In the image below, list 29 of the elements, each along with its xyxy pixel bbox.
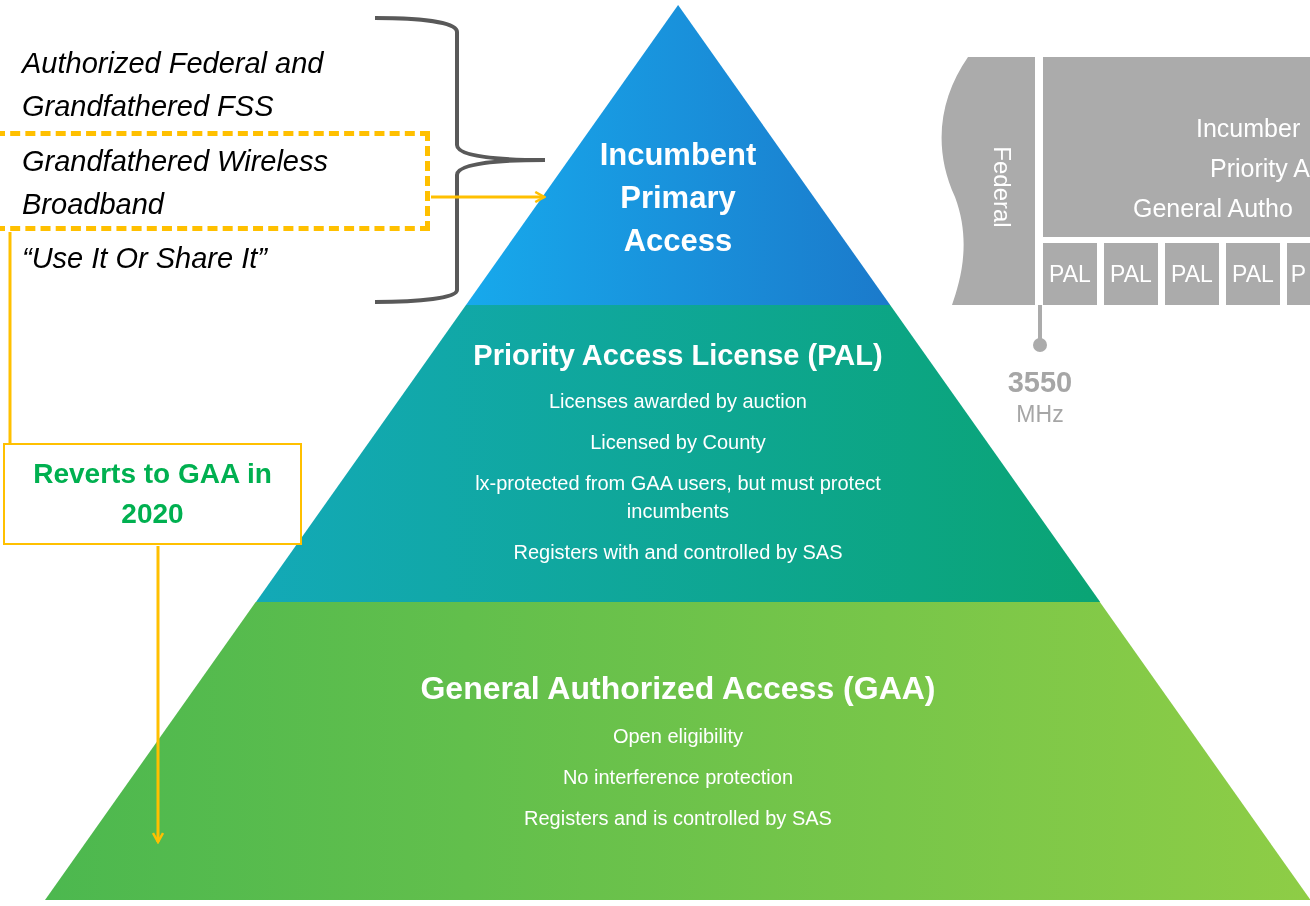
incumbent-note: “Use It Or Share It” [22,241,267,276]
note-box: Reverts to GAA in 2020 [3,443,302,545]
pal-block: PAL [1043,243,1097,305]
arrow [431,190,546,204]
tier-heading: Priority Access License (PAL) [473,338,883,373]
tier-bullet: Licenses awarded by auction [549,389,807,414]
band-label: General Autho [1133,193,1293,223]
dashed-box: Grandfathered Wireless Broadband [0,131,430,231]
frequency-unit: MHz [1015,400,1065,428]
tier-bullet: No interference protection [562,765,794,790]
incumbent-note: Authorized Federal and Grandfathered FSS [22,46,325,124]
arrow [151,546,165,844]
tier-bullet: lx-protected from GAA users, but must protect incumbents [474,471,882,524]
tier-bullet: Open eligibility [612,724,743,749]
pal-block: P [1287,243,1310,305]
band-label: Priority A [1210,153,1310,183]
pal-block: PAL [1226,243,1280,305]
band-label: Incumber [1196,113,1301,143]
pal-block: PAL [1165,243,1219,305]
tier-bullet: Licensed by County [590,430,766,455]
connector-line [8,232,12,443]
spectrum-band [1043,57,1310,237]
frequency-value: 3550 [1006,365,1074,400]
tier-bullet: Registers and is controlled by SAS [524,806,832,831]
pal-block: PAL [1104,243,1158,305]
band-label: Federal [988,146,1016,228]
tier-bullet: Registers with and controlled by SAS [513,540,843,565]
tier-heading: General Authorized Access (GAA) [420,669,936,708]
tier-heading: Incumbent Primary Access [598,136,758,260]
